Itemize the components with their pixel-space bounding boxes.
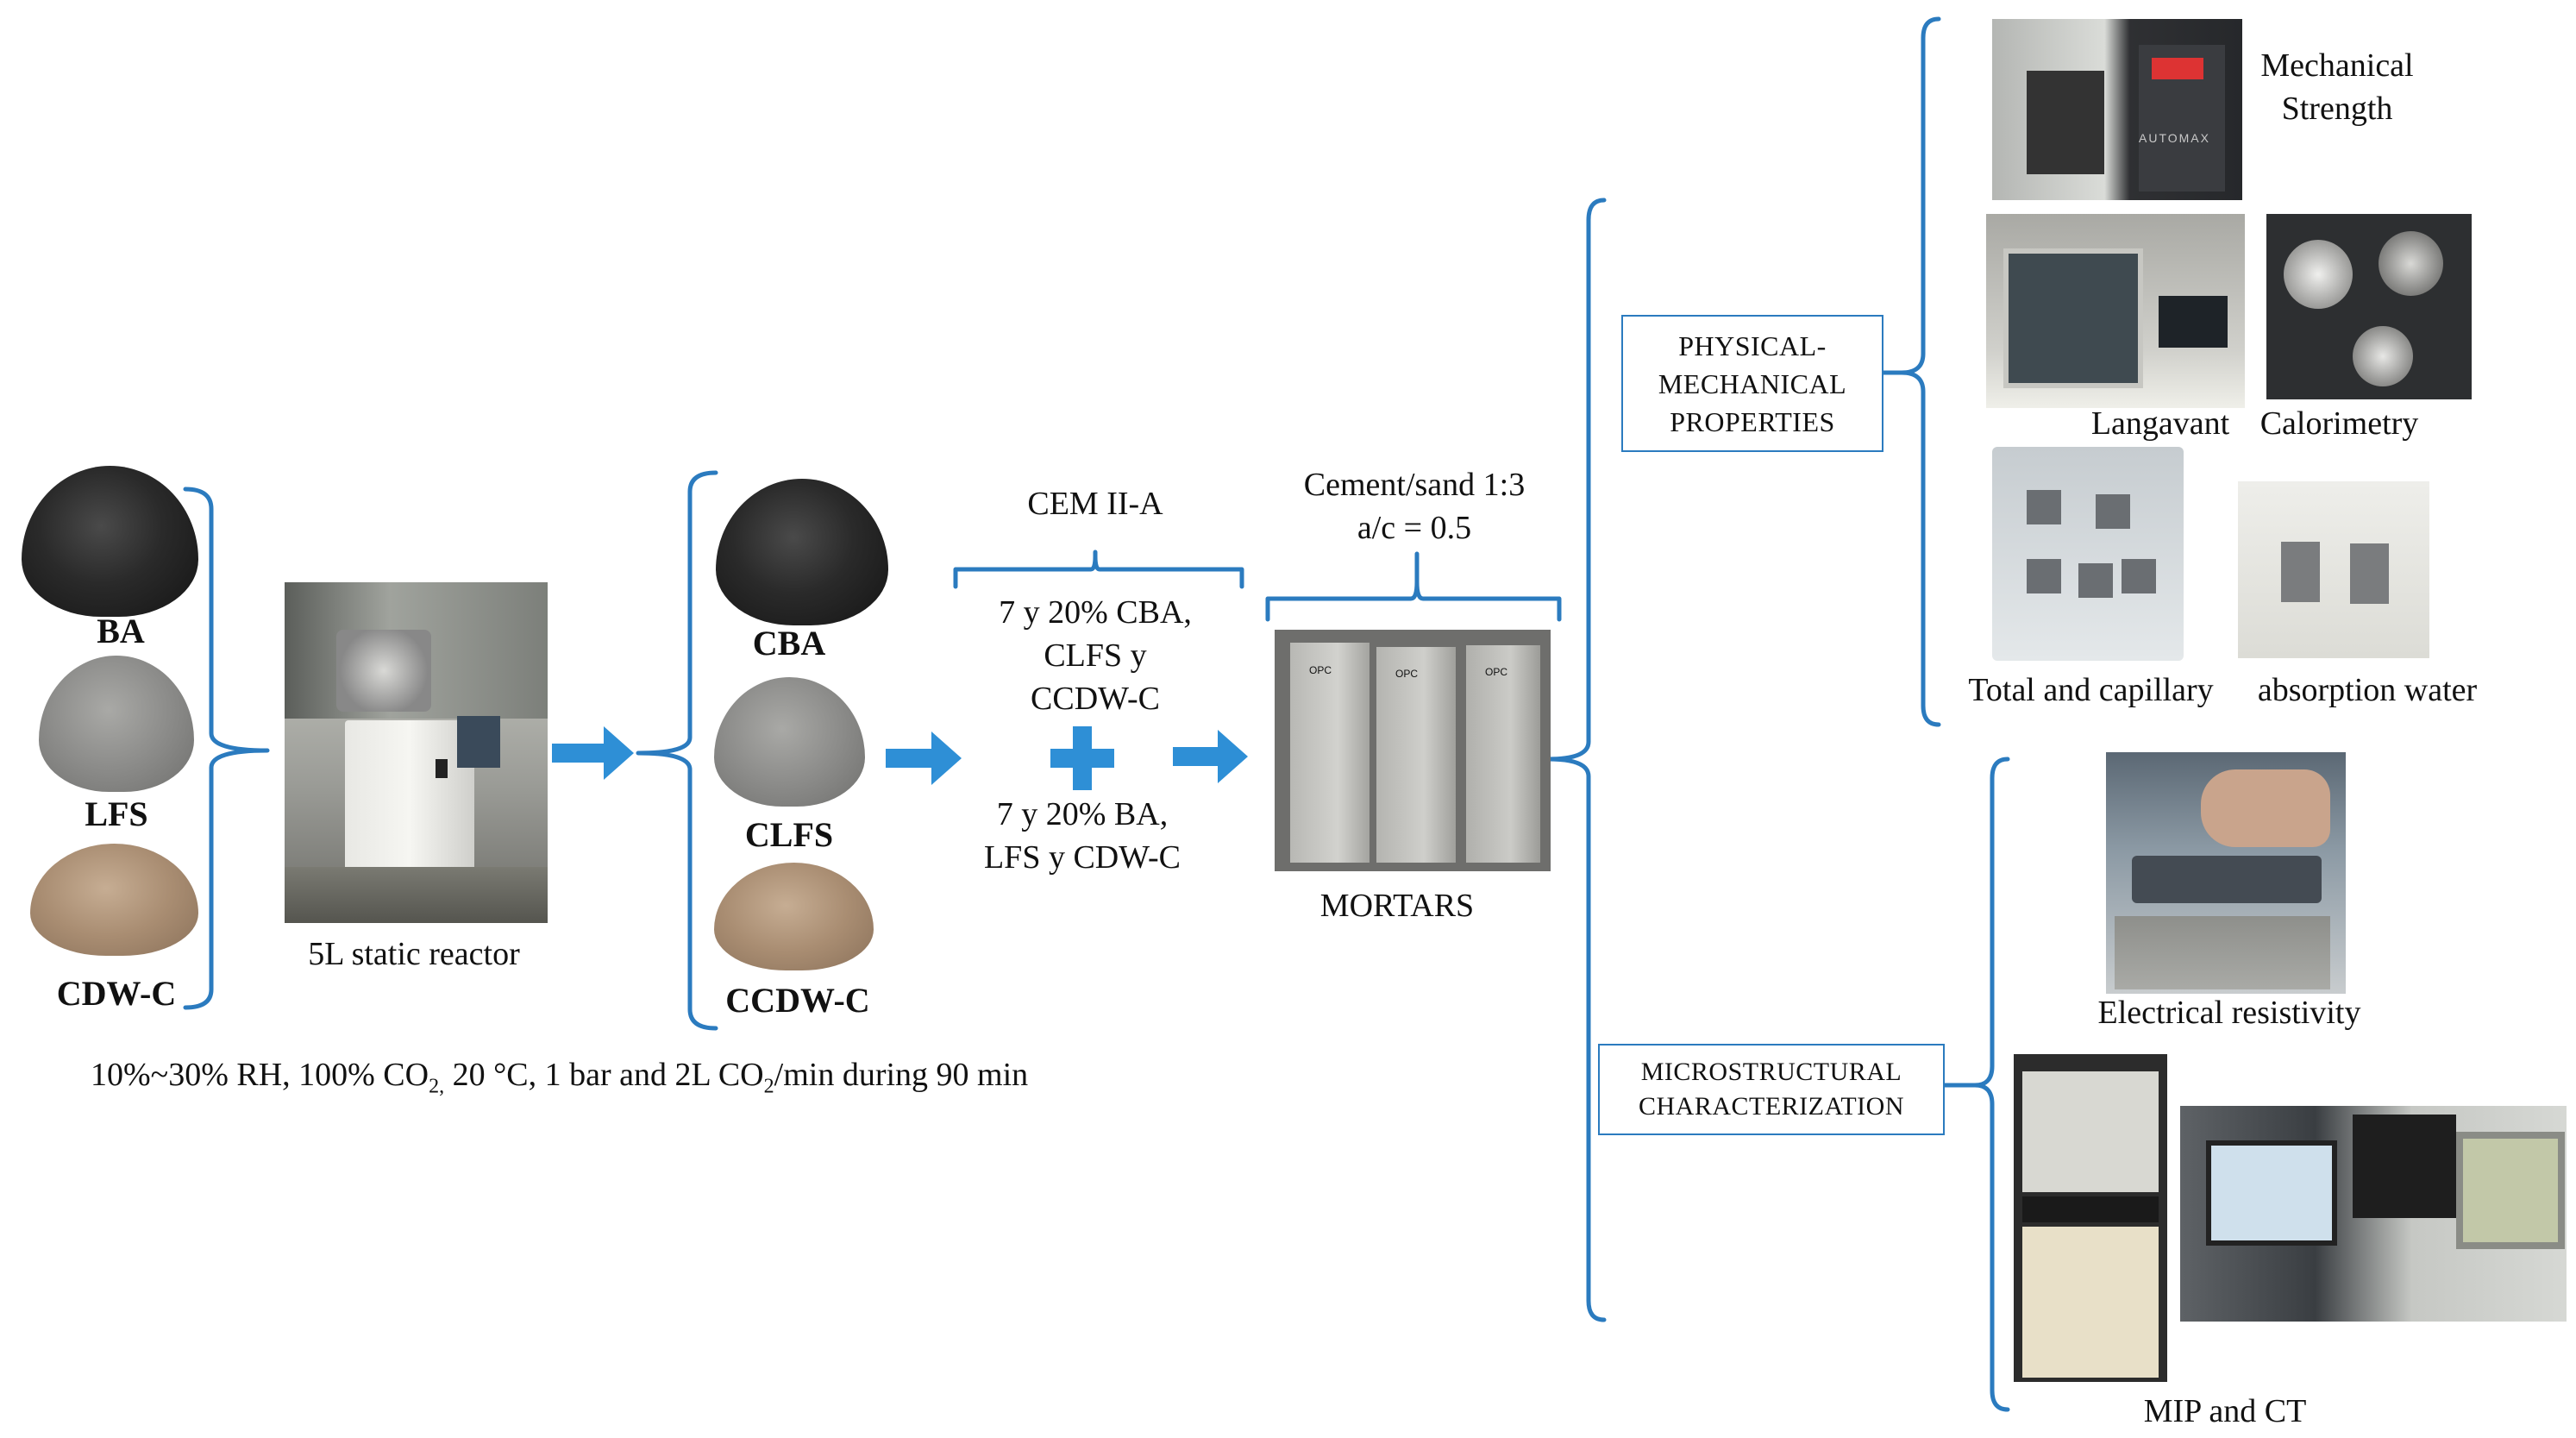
carbonated-mix-line-1: 7 y 20% CBA, [999,594,1192,631]
mortars-label: MORTARS [1319,888,1475,924]
cement-type-label: CEM II-A [1027,486,1163,522]
physical-box-line-1: PHYSICAL- [1678,330,1827,361]
physical-box-line-3: PROPERTIES [1670,405,1835,437]
physical-bracket [1899,16,1941,727]
carbonated-mix-line-3: CCDW-C [1031,681,1160,717]
ccdwc-label: CCDW-C [725,981,870,1020]
ct-photo [2180,1106,2567,1322]
langavant-photo [1986,214,2245,408]
capillary-absorption-photo [2238,481,2429,658]
conditions-post: /min during 90 min [774,1057,1029,1093]
cdwc-label: CDW-C [56,974,177,1013]
ccdwc-powder-image [714,863,874,970]
micro-box-line-1: MICROSTRUCTURAL [1640,1058,1902,1086]
reactor-label: 5L static reactor [308,936,520,972]
prism-tag-1: OPC [1309,664,1332,676]
lfs-label: LFS [85,794,148,833]
prism-tag-3: OPC [1485,666,1508,678]
mechanical-strength-line-2: Strength [2281,91,2393,127]
micro-bracket [1972,757,2010,1412]
langavant-label: Langavant [2090,405,2230,442]
carbonated-mix-line-2: CLFS y [1044,637,1147,674]
mechanical-strength-line-1: Mechanical [2260,47,2414,84]
absorption-label-1: Total and capillary [1968,672,2214,708]
total-absorption-photo [1992,447,2184,661]
carbonated-bracket [636,470,718,1031]
microstructural-box: MICROSTRUCTURAL CHARACTERIZATION [1598,1044,1945,1135]
mortar-bracket [1265,551,1562,622]
electrical-resistivity-photo [2106,752,2346,994]
mip-ct-label: MIP and CT [2143,1393,2307,1429]
ba-powder-image [22,466,198,617]
cba-label: CBA [752,624,826,662]
lfs-powder-image [39,656,194,792]
calorimetry-photo [2266,214,2472,399]
physical-box-line-2: MECHANICAL [1658,367,1847,399]
input-bracket [183,487,270,1010]
mip-photo [2014,1054,2167,1382]
natural-mix-line-2: LFS y CDW-C [983,839,1181,876]
cba-powder-image [716,479,888,625]
arrow-1 [552,726,634,780]
electrical-resistivity-label: Electrical resistivity [2097,995,2361,1031]
arrow-2 [886,732,962,785]
conditions-pre: 10%~30% RH, 100% CO [91,1057,429,1093]
micro-box-line-2: CHARACTERIZATION [1639,1092,1904,1121]
physical-mechanical-box: PHYSICAL- MECHANICAL PROPERTIES [1621,315,1883,452]
clfs-label: CLFS [744,815,834,854]
prism-tag-2: OPC [1395,668,1419,680]
automax-label: AUTOMAX [2139,131,2210,145]
plus-horizontal [1050,749,1114,768]
carbonation-conditions: 10%~30% RH, 100% CO2, 20 °C, 1 bar and 2… [91,1052,1028,1097]
absorption-label-2: absorption water [2257,672,2478,708]
water-cement-ratio: a/c = 0.5 [1357,510,1472,546]
mortar-prisms-photo: OPC OPC OPC [1275,630,1551,871]
properties-bracket [1545,198,1607,1322]
cement-sand-ratio: Cement/sand 1:3 [1303,467,1526,503]
static-reactor-photo [285,582,548,923]
mechanical-strength-photo: AUTOMAX [1992,19,2242,200]
conditions-mid: 20 °C, 1 bar and 2L CO [444,1057,764,1093]
calorimetry-label: Calorimetry [2259,405,2419,442]
clfs-powder-image [714,677,865,807]
ba-label: BA [97,612,145,650]
natural-mix-line-1: 7 y 20% BA, [996,796,1169,832]
conditions-sub-1: 2, [429,1075,445,1098]
conditions-sub-2: 2 [763,1075,774,1098]
cdwc-powder-image [30,844,198,956]
cem-bracket [953,549,1244,589]
arrow-3 [1173,730,1248,783]
